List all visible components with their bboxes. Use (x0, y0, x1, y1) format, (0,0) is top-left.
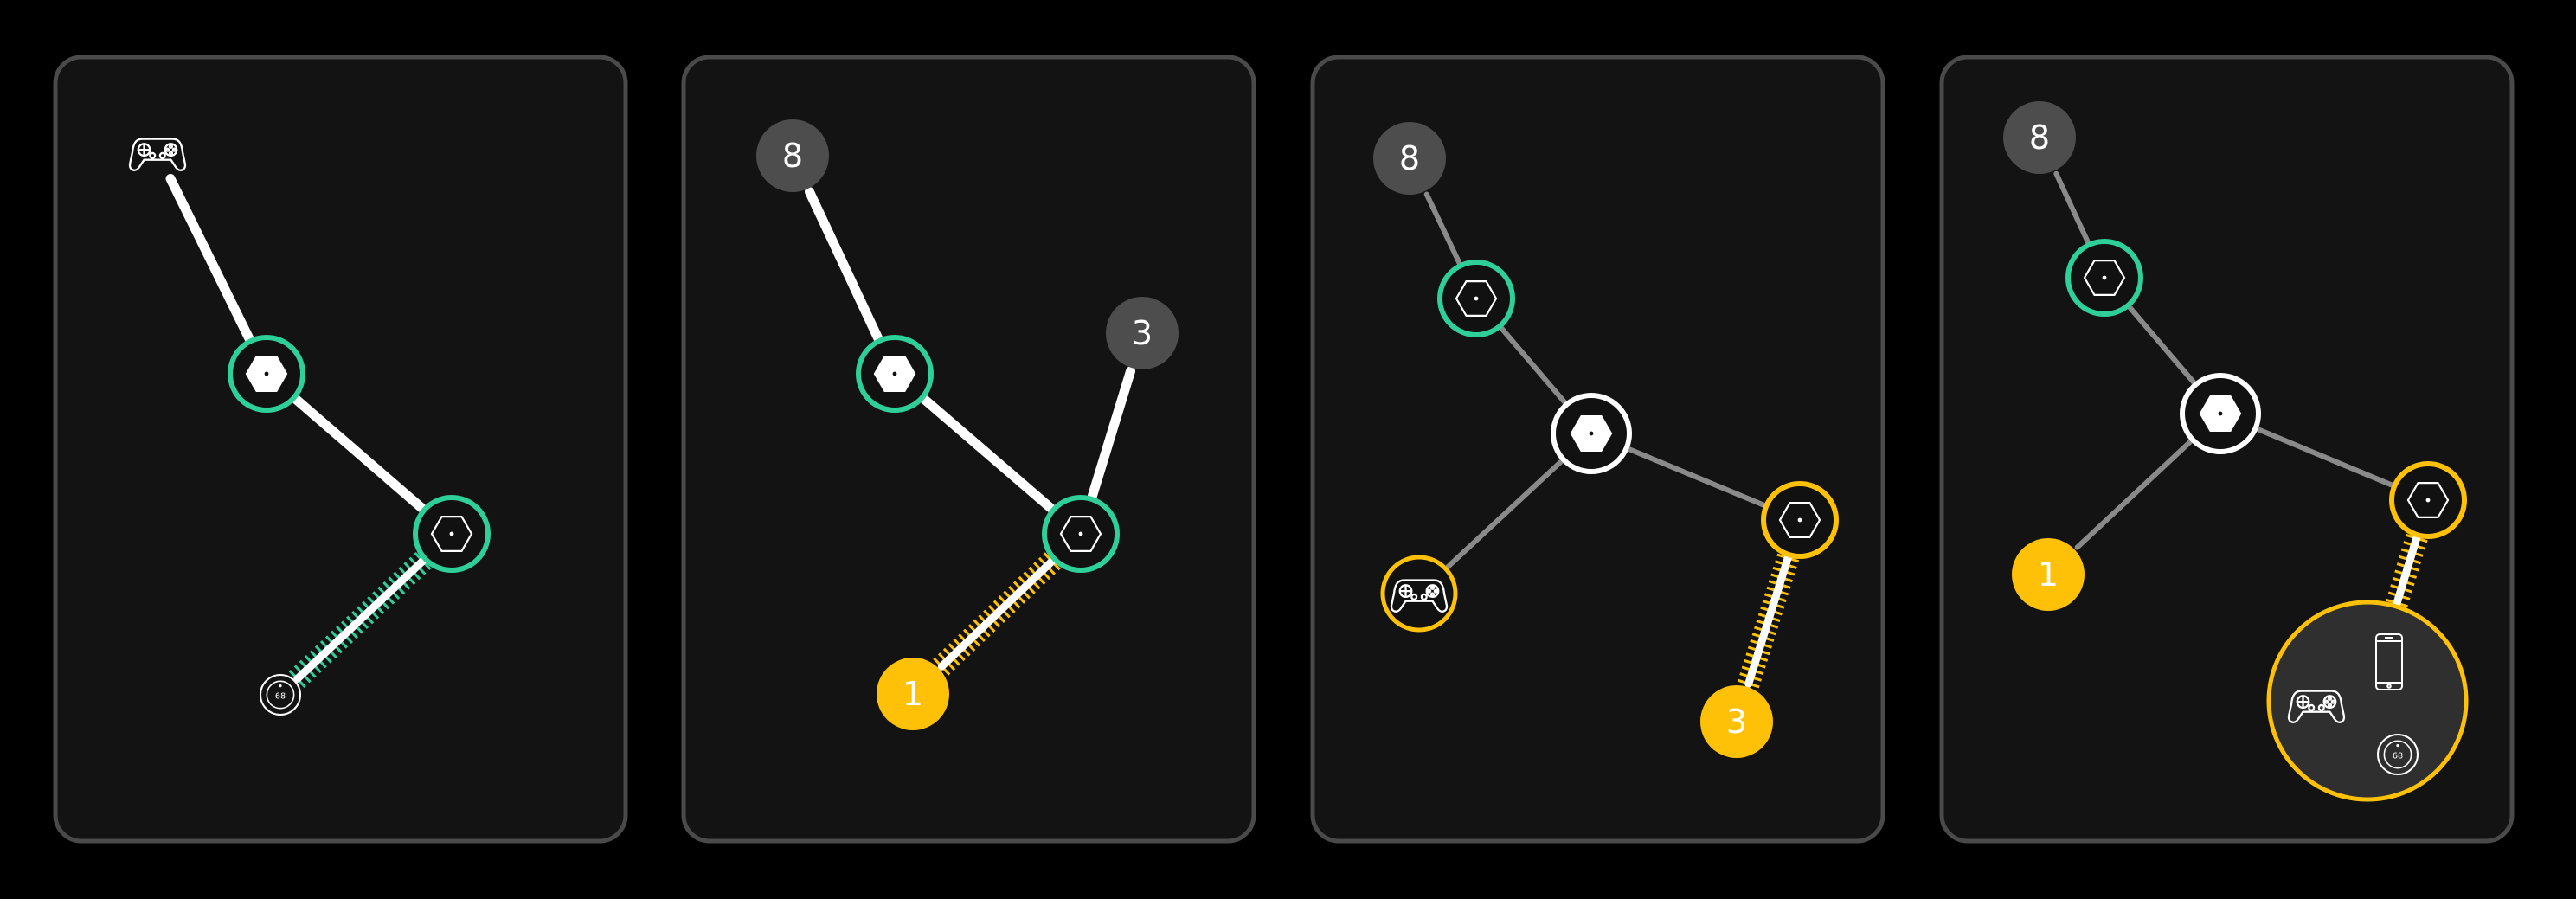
link-dim (1423, 191, 1462, 266)
link-solid (1087, 366, 1136, 501)
link-dim (1445, 459, 1564, 569)
link-dim (2053, 170, 2091, 245)
router-node[interactable] (1551, 393, 1632, 474)
link-solid (292, 395, 427, 513)
phone-icon (2375, 633, 2403, 690)
badge-count: 3 (1726, 703, 1747, 741)
count-badge[interactable]: 8 (756, 119, 829, 192)
badge-count: 1 (903, 675, 923, 713)
badge-count: 1 (2038, 555, 2059, 594)
count-badge[interactable]: 1 (877, 658, 949, 730)
router-node[interactable] (2180, 373, 2261, 454)
gamepad-icon (2287, 690, 2346, 723)
link-ladder-green (288, 551, 432, 689)
count-badge[interactable]: 3 (1700, 685, 1773, 758)
hexagon-icon (1455, 280, 1498, 317)
device-group[interactable]: 68 (2266, 600, 2469, 802)
router-node[interactable] (228, 335, 305, 413)
hexagon-icon (2083, 260, 2126, 296)
badge-count: 8 (1399, 139, 1420, 177)
panel-2: 8 3 1 (681, 55, 1256, 844)
link-dim (2256, 427, 2394, 488)
hexagon-icon (2406, 482, 2450, 518)
satellite-node[interactable] (2389, 461, 2467, 539)
count-badge[interactable]: 3 (1106, 297, 1179, 369)
link-ladder-yellow (933, 552, 1061, 676)
thermostat-icon: 68 (2377, 734, 2419, 775)
badge-count: 3 (1132, 314, 1153, 352)
link-solid (165, 174, 254, 344)
link-ladder-yellow (2386, 533, 2428, 608)
satellite-node[interactable] (413, 495, 491, 573)
satellite-node[interactable] (1042, 495, 1120, 573)
satellite-node[interactable] (1761, 481, 1839, 559)
thermostat-label: 68 (275, 692, 286, 702)
router-node[interactable] (856, 335, 934, 413)
badge-count: 8 (2029, 119, 2050, 157)
panel-card (53, 55, 628, 844)
device-ring (1380, 555, 1458, 633)
gamepad-icon (128, 138, 187, 171)
link-dim (2074, 439, 2193, 550)
panel-3: 83 (1310, 55, 1885, 844)
link-solid (920, 395, 1056, 513)
panel-4: 8 1 68 (1939, 55, 2515, 844)
count-badge[interactable]: 1 (2012, 538, 2085, 611)
hexagon-icon (1059, 516, 1102, 552)
link-dim (1499, 326, 1567, 405)
link-ladder-yellow (1737, 553, 1800, 689)
thermostat-icon: 68 (260, 674, 301, 716)
panel-1: 68 (53, 55, 628, 844)
badge-count: 8 (782, 137, 803, 175)
panel-card (681, 55, 1256, 844)
hexagon-icon (430, 516, 473, 552)
gamepad-icon (1390, 579, 1449, 613)
link-dim (2127, 305, 2196, 385)
satellite-node[interactable] (1437, 260, 1515, 337)
link-solid (805, 187, 883, 343)
thermostat-label: 68 (2393, 752, 2403, 761)
link-dim (1627, 446, 1766, 508)
hexagon-icon (1778, 502, 1821, 538)
satellite-node[interactable] (2065, 239, 2143, 317)
count-badge[interactable]: 8 (1373, 122, 1446, 195)
count-badge[interactable]: 8 (2003, 101, 2076, 174)
